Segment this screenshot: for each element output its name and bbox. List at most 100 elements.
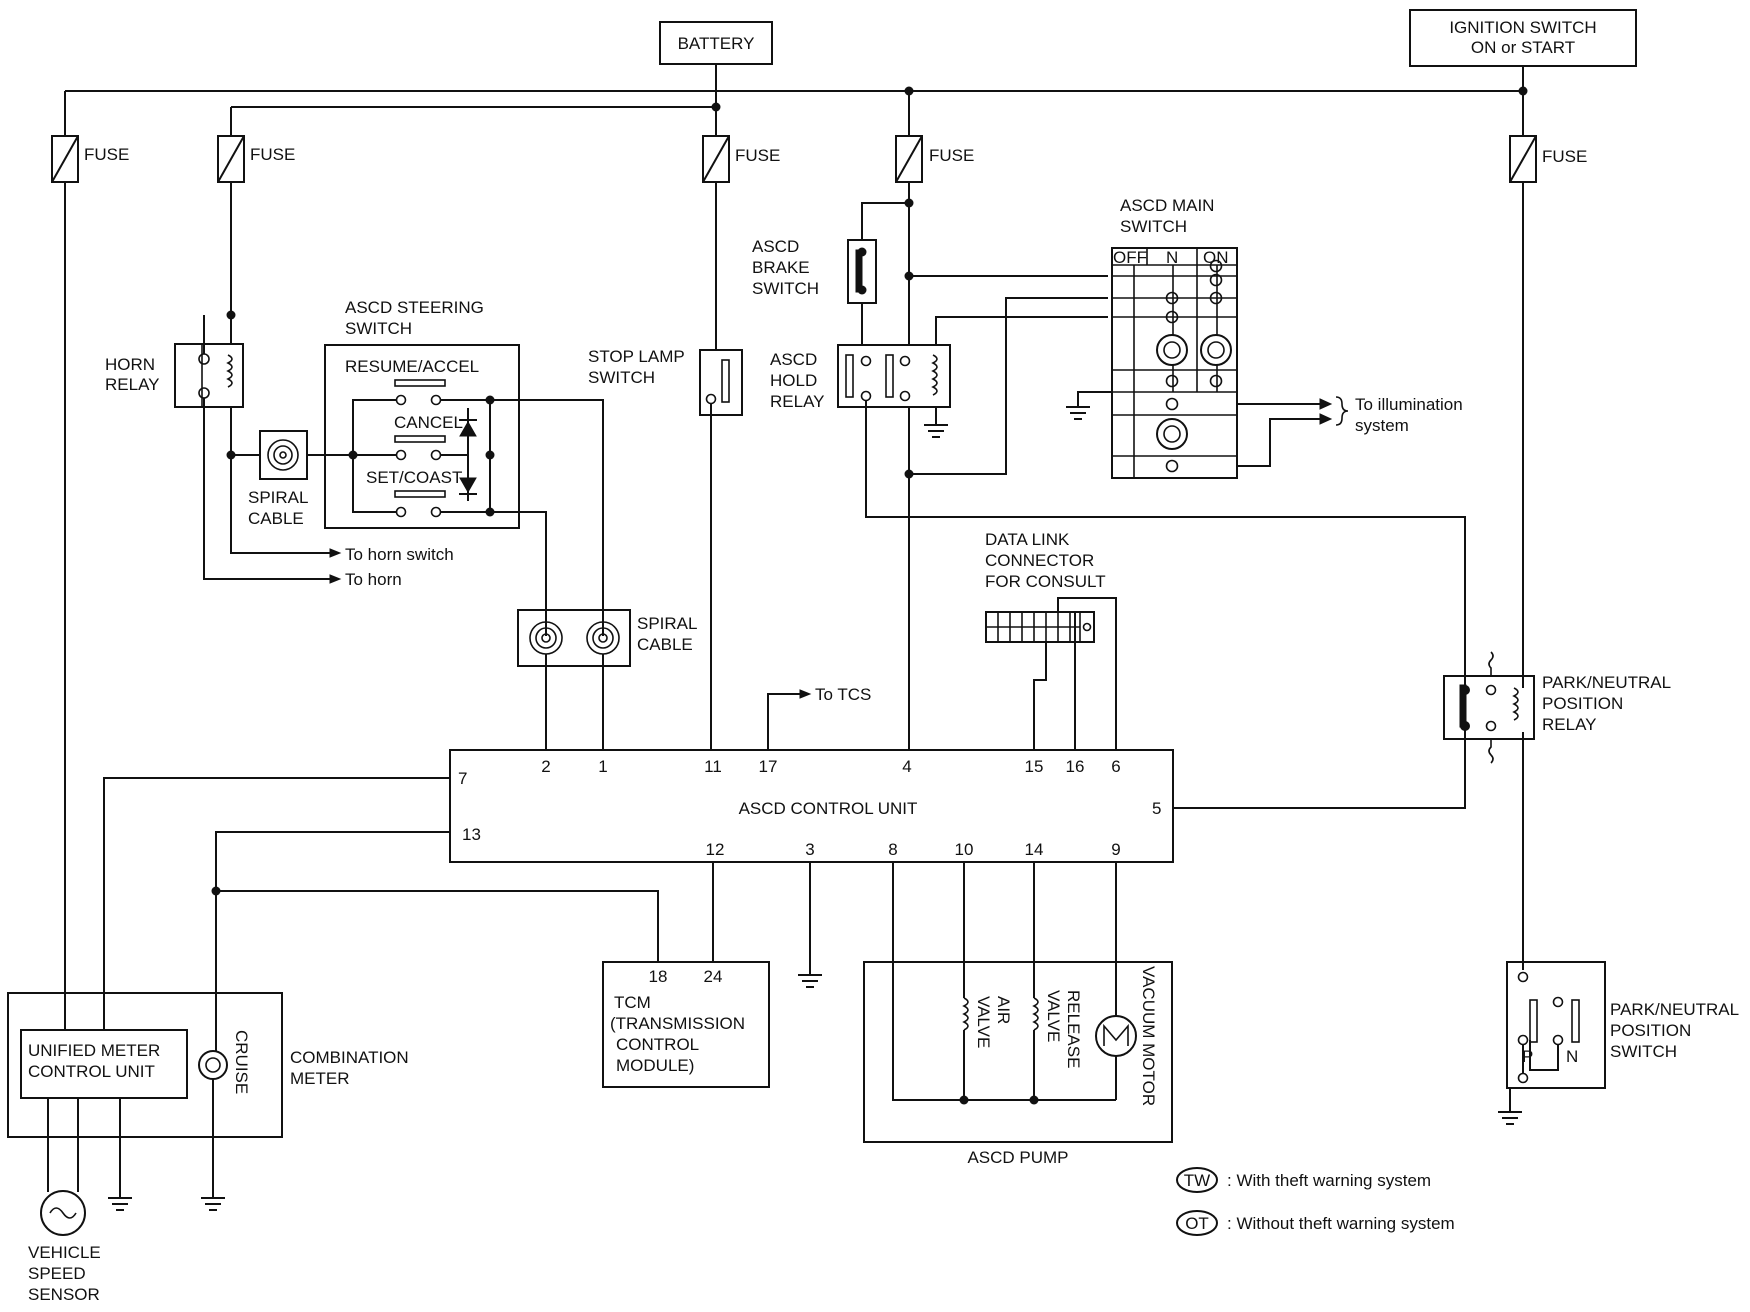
main-switch-on-label: ON <box>1203 248 1229 267</box>
pnp-switch-label-3: SWITCH <box>1610 1042 1677 1061</box>
pnp-relay-label-1: PARK/NEUTRAL <box>1542 673 1671 692</box>
pin-4: 4 <box>902 757 911 776</box>
to-tcs: To TCS <box>767 685 871 750</box>
vss-label-1: VEHICLE <box>28 1243 101 1262</box>
pnp-p-label: P <box>1522 1047 1533 1066</box>
pnp-relay-label-3: RELAY <box>1542 715 1597 734</box>
pnp-switch-label-1: PARK/NEUTRAL <box>1610 1000 1739 1019</box>
ascd-pump: AIR VALVE RELEASE VALVE VACUUM MOTOR ASC… <box>863 862 1173 1167</box>
spiral-cable-b-label-1: SPIRAL <box>637 614 697 633</box>
fuse-1: FUSE <box>51 91 129 183</box>
ascd-steering-switch: ASCD STEERING SWITCH RESUME/ACCEL CANCEL… <box>324 298 604 636</box>
main-switch-label-2: SWITCH <box>1120 217 1187 236</box>
ascd-main-switch: ASCD MAIN SWITCH OFF N ON <box>1066 196 1463 479</box>
steering-switch-label-2: SWITCH <box>345 319 412 338</box>
battery-box: BATTERY <box>659 21 773 65</box>
brake-switch-label-1: ASCD <box>752 237 799 256</box>
hold-relay-label-1: ASCD <box>770 350 817 369</box>
tcm-label-3: CONTROL <box>616 1035 699 1054</box>
spiral-cable-b: SPIRAL CABLE <box>517 609 697 750</box>
main-switch-n-label: N <box>1166 248 1178 267</box>
air-valve-label-2: VALVE <box>974 996 993 1048</box>
fuse-4: FUSE <box>895 91 974 183</box>
fuse-2: FUSE <box>217 107 295 183</box>
pin-13: 13 <box>462 825 481 844</box>
vss-label-2: SPEED <box>28 1264 86 1283</box>
tcm-label-2: (TRANSMISSION <box>610 1014 745 1033</box>
vacuum-motor-label: VACUUM MOTOR <box>1139 966 1158 1106</box>
control-unit-label: ASCD CONTROL UNIT <box>739 799 918 818</box>
legend-ot-text: : Without theft warning system <box>1227 1214 1455 1233</box>
legend: TW : With theft warning system OT : With… <box>1176 1167 1455 1236</box>
pin-12: 12 <box>706 840 725 859</box>
set-coast-label: SET/COAST <box>366 468 462 487</box>
fuse-4-label: FUSE <box>929 146 974 165</box>
release-valve-label-1: RELEASE <box>1064 990 1083 1068</box>
pnp-switch-label-2: POSITION <box>1610 1021 1691 1040</box>
dlc-label-2: CONNECTOR <box>985 551 1094 570</box>
battery-label: BATTERY <box>678 34 755 53</box>
stop-lamp-label-2: SWITCH <box>588 368 655 387</box>
stop-lamp-switch: STOP LAMP SWITCH <box>588 182 743 750</box>
to-illumination-label-2: system <box>1355 416 1409 435</box>
pin-6: 6 <box>1111 757 1120 776</box>
resume-accel-label: RESUME/ACCEL <box>345 357 479 376</box>
stop-lamp-label-1: STOP LAMP <box>588 347 685 366</box>
horn-relay: HORN RELAY To horn switch To horn <box>105 182 454 589</box>
tcm-label-4: MODULE) <box>616 1056 694 1075</box>
tcm: 18 24 TCM (TRANSMISSION CONTROL MODULE) <box>602 862 770 1088</box>
power-buses <box>65 64 1528 112</box>
pin-17: 17 <box>759 757 778 776</box>
pin-14: 14 <box>1025 840 1044 859</box>
legend-tw-badge: TW <box>1184 1171 1210 1190</box>
ignition-switch-box: IGNITION SWITCH ON or START <box>1409 9 1637 67</box>
release-valve-label-2: VALVE <box>1044 990 1063 1042</box>
fuse-3: FUSE <box>702 107 780 183</box>
pin-2: 2 <box>541 757 550 776</box>
pin-16: 16 <box>1066 757 1085 776</box>
hold-relay-label-2: HOLD <box>770 371 817 390</box>
main-switch-label-1: ASCD MAIN <box>1120 196 1214 215</box>
ignition-switch-label-1: IGNITION SWITCH <box>1449 18 1596 37</box>
pin-3: 3 <box>805 840 814 859</box>
steering-switch-label-1: ASCD STEERING <box>345 298 484 317</box>
ascd-control-unit: ASCD CONTROL UNIT 2 1 11 17 4 15 16 6 7 … <box>449 749 1174 863</box>
pin-10: 10 <box>955 840 974 859</box>
pnp-relay-label-2: POSITION <box>1542 694 1623 713</box>
legend-tw-text: : With theft warning system <box>1227 1171 1431 1190</box>
meter-wiring <box>64 182 659 1030</box>
combination-meter-label-1: COMBINATION <box>290 1048 409 1067</box>
spiral-cable-b-label-2: CABLE <box>637 635 693 654</box>
vss-label-3: SENSOR <box>28 1285 100 1304</box>
tcm-label-1: TCM <box>614 993 651 1012</box>
fuse-3-label: FUSE <box>735 146 780 165</box>
to-horn-switch-label: To horn switch <box>345 545 454 564</box>
ascd-hold-relay: ASCD HOLD RELAY <box>770 182 1466 750</box>
pin-7: 7 <box>458 769 467 788</box>
unified-meter-label-1: UNIFIED METER <box>28 1041 160 1060</box>
pin-11: 11 <box>704 757 722 776</box>
ignition-switch-label-2: ON or START <box>1471 38 1575 57</box>
to-tcs-label: To TCS <box>815 685 871 704</box>
vehicle-speed-sensor: VEHICLE SPEED SENSOR <box>28 1190 101 1304</box>
park-neutral-position-relay: PARK/NEUTRAL POSITION RELAY <box>1173 182 1671 970</box>
fuse-1-label: FUSE <box>84 145 129 164</box>
pin-1: 1 <box>598 757 607 776</box>
pin-8: 8 <box>888 840 897 859</box>
legend-ot-badge: OT <box>1185 1214 1209 1233</box>
tcm-pin-18: 18 <box>649 967 668 986</box>
combination-meter: UNIFIED METER CONTROL UNIT CRUISE COMBIN… <box>7 992 409 1211</box>
unified-meter-label-2: CONTROL UNIT <box>28 1062 155 1081</box>
main-switch-off-label: OFF <box>1113 248 1147 267</box>
horn-relay-label-2: RELAY <box>105 375 160 394</box>
cancel-label: CANCEL <box>394 413 463 432</box>
dlc-label-1: DATA LINK <box>985 530 1070 549</box>
dlc-label-3: FOR CONSULT <box>985 572 1106 591</box>
fuse-5-label: FUSE <box>1542 147 1587 166</box>
pnp-n-label: N <box>1566 1047 1578 1066</box>
hold-relay-label-3: RELAY <box>770 392 825 411</box>
combination-meter-label-2: METER <box>290 1069 350 1088</box>
pin-15: 15 <box>1025 757 1044 776</box>
fuse-5: FUSE <box>1509 91 1587 183</box>
